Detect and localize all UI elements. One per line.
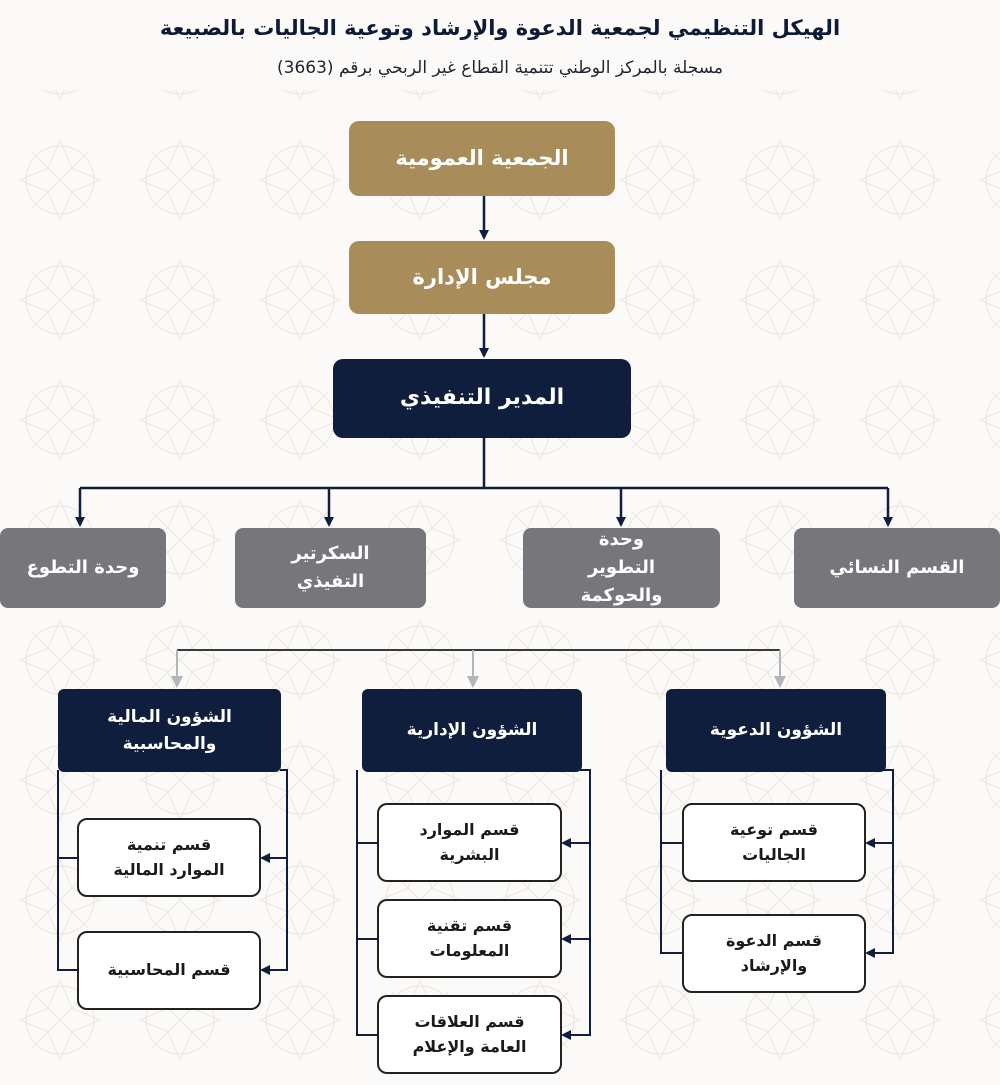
section-community-awareness: قسم توعية الجاليات [682, 803, 866, 882]
section-public-relations-media: قسم العلاقات العامة والإعلام [377, 995, 562, 1074]
chart-title: الهيكل التنظيمي لجمعية الدعوة والإرشاد و… [159, 16, 841, 40]
section-accounting: قسم المحاسبية [77, 931, 261, 1010]
board-of-directors-box: مجلس الإدارة [349, 241, 615, 314]
section-human-resources: قسم الموارد البشرية [377, 803, 562, 882]
unit-development-governance: وحدة التطوير والحوكمة [523, 528, 720, 608]
section-financial-resources-development: قسم تنمية الموارد المالية [77, 818, 261, 897]
department-administrative-affairs: الشؤون الإدارية [362, 689, 582, 772]
section-information-technology: قسم تقنية المعلومات [377, 899, 562, 978]
section-dawah-guidance: قسم الدعوة والإرشاد [682, 914, 866, 993]
chart-subtitle: مسجلة بالمركز الوطني تتنمية القطاع غير ا… [277, 58, 723, 78]
general-assembly-box: الجمعية العمومية [349, 121, 615, 196]
unit-executive-secretary: السكرتير التفيذي [235, 528, 426, 608]
executive-director-box: المدير التنفيذي [333, 359, 631, 438]
department-financial-affairs: الشؤون المالية والمحاسبية [58, 689, 281, 772]
department-dawah-affairs: الشؤون الدعوية [666, 689, 886, 772]
unit-volunteering: وحدة التطوع [0, 528, 166, 608]
unit-women-section: القسم النسائي [794, 528, 1000, 608]
